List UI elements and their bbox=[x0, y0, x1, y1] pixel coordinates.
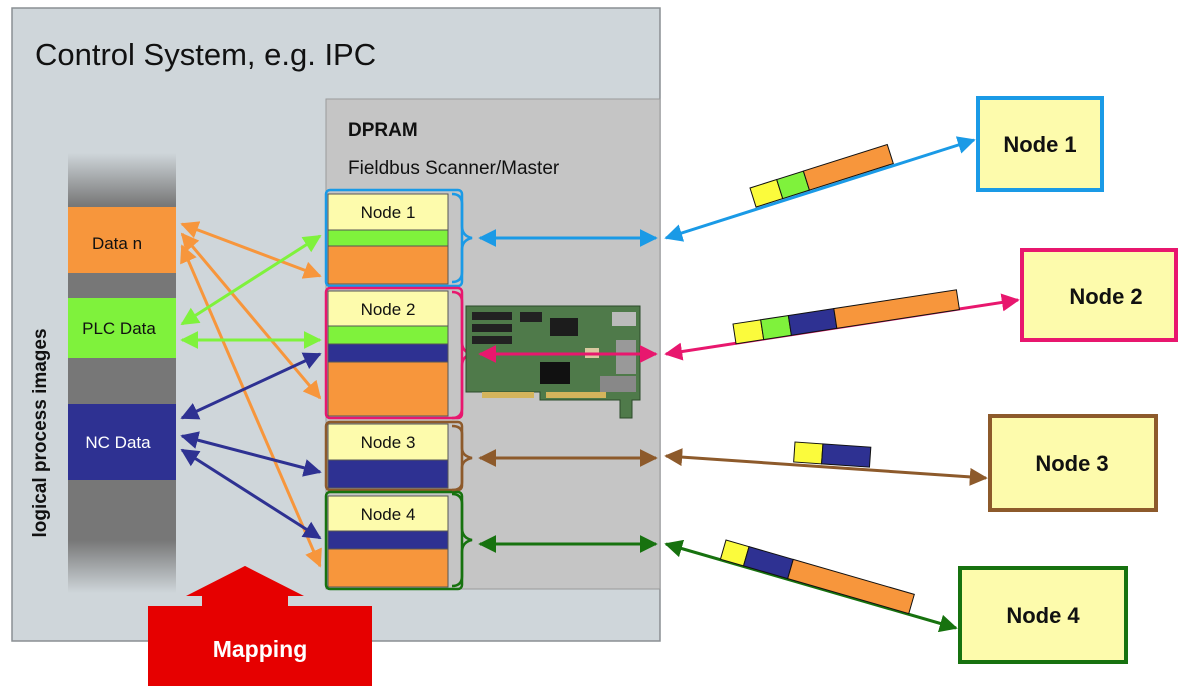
data-n-label: Data n bbox=[92, 234, 142, 253]
slot-3-navy bbox=[327, 459, 449, 489]
node-3-box bbox=[988, 414, 1158, 512]
node-3-label: Node 3 bbox=[1035, 451, 1108, 476]
slot-4-frame bbox=[324, 490, 464, 591]
slot-2-frame bbox=[324, 286, 464, 420]
brace-1 bbox=[451, 192, 473, 284]
brace-4 bbox=[451, 492, 473, 588]
node-2-box bbox=[1020, 248, 1178, 342]
telegram-node-2 bbox=[732, 289, 960, 345]
slot-2-orange bbox=[327, 361, 449, 417]
dpram-title: DPRAM bbox=[348, 120, 418, 141]
slot-2-green bbox=[327, 325, 449, 345]
slot-4-navy bbox=[327, 530, 449, 550]
slot-1-green bbox=[327, 229, 449, 247]
slot-4-orange bbox=[327, 548, 449, 588]
node-4-link bbox=[664, 539, 958, 633]
telegram-node-3 bbox=[793, 441, 872, 468]
node-1-box bbox=[976, 96, 1104, 192]
node-4-label: Node 4 bbox=[1006, 603, 1080, 628]
plc-data-block bbox=[68, 298, 176, 358]
slot-1-frame bbox=[324, 188, 464, 288]
slot-2-label: Node 2 bbox=[361, 300, 416, 319]
node-1-label: Node 1 bbox=[1003, 132, 1076, 157]
data-n-block bbox=[68, 207, 176, 273]
nc-data-label: NC Data bbox=[85, 433, 151, 452]
mapping-block bbox=[148, 606, 372, 686]
slot-2-navy bbox=[327, 343, 449, 363]
mapping-arrow-head bbox=[186, 566, 304, 606]
mapping-arrows bbox=[180, 221, 322, 568]
telegram-node-1 bbox=[749, 143, 894, 208]
node-1-link bbox=[664, 136, 976, 242]
slot-1-label: Node 1 bbox=[361, 203, 416, 222]
process-image-label: logical process images bbox=[30, 328, 51, 537]
plc-data-label: PLC Data bbox=[82, 319, 156, 338]
slot-3-frame bbox=[324, 420, 464, 492]
slot-1-header bbox=[327, 193, 449, 231]
slot-3-header bbox=[327, 423, 449, 461]
control-system-title: Control System, e.g. IPC bbox=[35, 37, 376, 72]
brace-3 bbox=[451, 424, 473, 492]
node-2-label: Node 2 bbox=[1069, 284, 1142, 309]
slot-4-label: Node 4 bbox=[361, 505, 416, 524]
slot-3-label: Node 3 bbox=[361, 433, 416, 452]
dpram-subtitle: Fieldbus Scanner/Master bbox=[348, 158, 560, 179]
slot-1-orange bbox=[327, 245, 449, 285]
slot-4-header bbox=[327, 495, 449, 532]
node-4-box bbox=[958, 566, 1128, 664]
node-3-link bbox=[664, 448, 988, 486]
telegram-node-4 bbox=[719, 539, 915, 615]
mapping-label: Mapping bbox=[213, 636, 308, 662]
nc-data-block bbox=[68, 404, 176, 480]
